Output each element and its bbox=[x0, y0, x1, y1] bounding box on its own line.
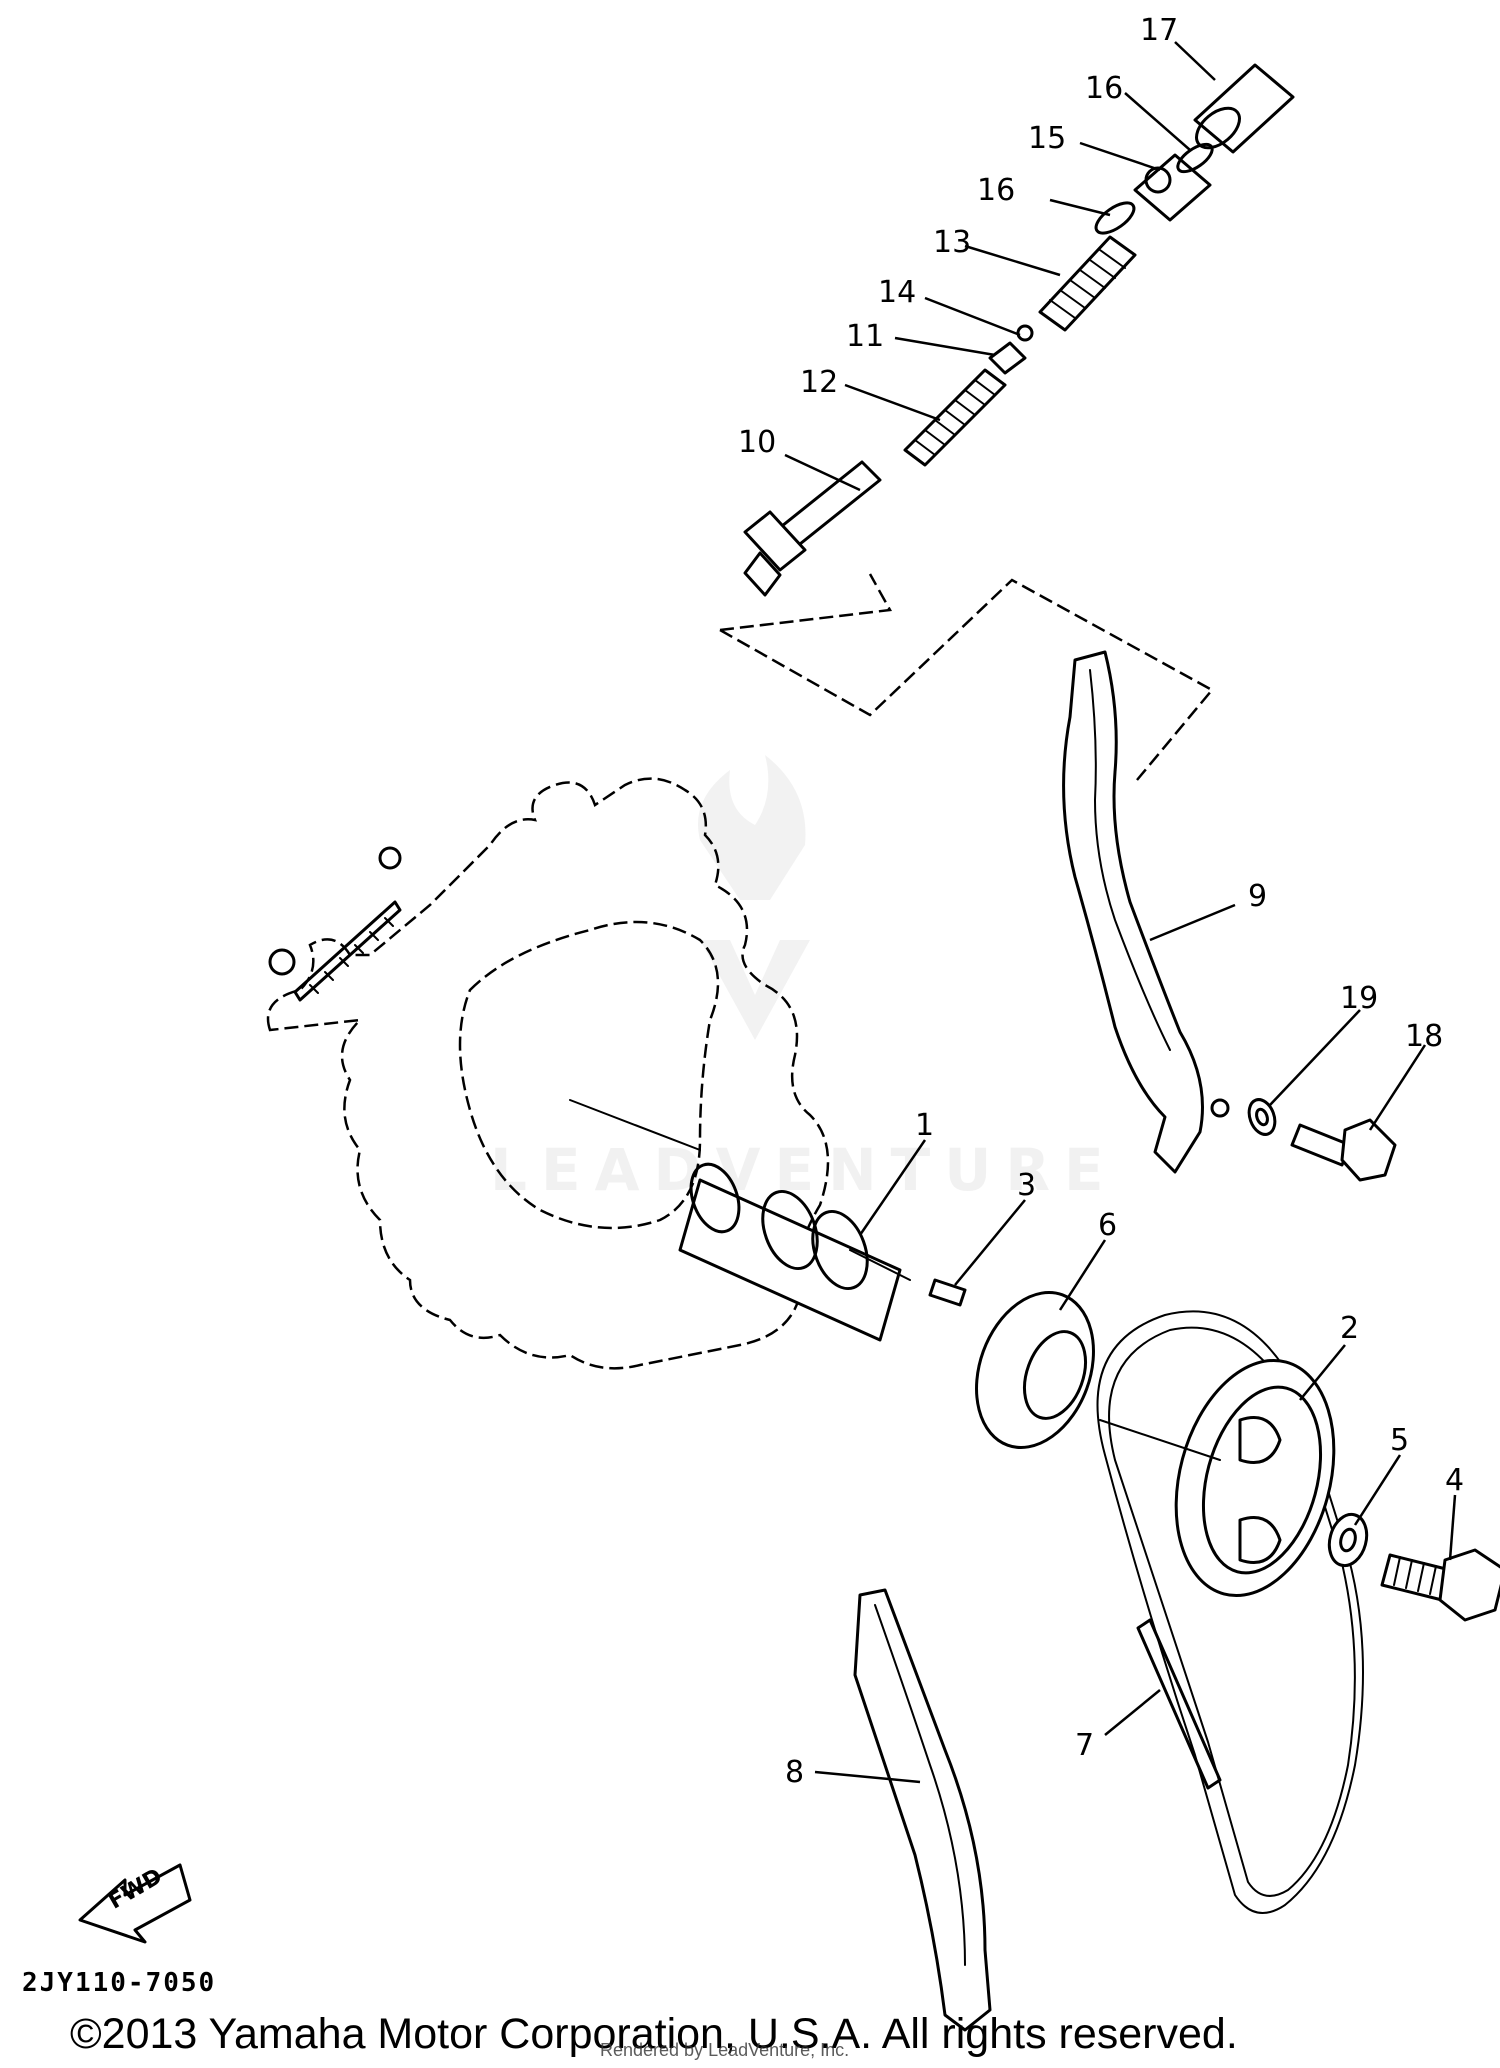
label-1: 1 bbox=[915, 1108, 934, 1143]
part-3-dowel-pin bbox=[928, 1278, 967, 1307]
part-19-washer bbox=[1247, 1098, 1277, 1136]
watermark-text: LEADVENTURE bbox=[490, 1136, 1118, 1204]
diagram-reference-code: 2JY110-7050 bbox=[22, 1968, 217, 1998]
label-8: 8 bbox=[785, 1755, 804, 1790]
copyright-notice: ©2013 Yamaha Motor Corporation, U.S.A. A… bbox=[70, 2010, 1238, 2058]
part-10-tensioner-rod bbox=[743, 460, 882, 597]
label-7: 7 bbox=[1075, 1728, 1094, 1763]
forward-arrow: FWD bbox=[78, 1863, 192, 1944]
label-3: 3 bbox=[1017, 1168, 1036, 1203]
part-9-chain-guide bbox=[1062, 650, 1230, 1174]
label-2: 2 bbox=[1340, 1311, 1359, 1346]
part-16-oring-lower bbox=[1094, 201, 1136, 235]
part-7-cam-chain bbox=[1096, 1310, 1364, 1914]
label-5: 5 bbox=[1390, 1423, 1409, 1458]
label-17: 17 bbox=[1140, 13, 1178, 48]
part-14-ball bbox=[1016, 324, 1034, 342]
cylinder-head-outline bbox=[266, 777, 830, 1370]
part-6-spacer bbox=[975, 1291, 1095, 1449]
label-4: 4 bbox=[1445, 1463, 1464, 1498]
part-4-bolt bbox=[1380, 1548, 1500, 1622]
leadventure-watermark: LEADVENTURE bbox=[490, 755, 1118, 1204]
part-5-washer bbox=[1327, 1512, 1369, 1568]
label-13: 13 bbox=[933, 225, 971, 260]
part-11-nut bbox=[988, 341, 1027, 375]
leader-lines bbox=[784, 41, 1457, 1784]
part-13-spring bbox=[1038, 235, 1137, 332]
label-10: 10 bbox=[738, 425, 776, 460]
rendered-by-credit: Rendered by LeadVenture, Inc. bbox=[600, 2040, 850, 2060]
tensioner-group-bracket bbox=[719, 573, 1214, 781]
label-11: 11 bbox=[846, 319, 884, 354]
label-14: 14 bbox=[878, 275, 916, 310]
part-1-camshaft bbox=[678, 1162, 911, 1342]
part-number-labels: 17 16 15 16 13 14 11 12 10 9 19 18 1 3 6… bbox=[738, 13, 1464, 1790]
label-16-upper: 16 bbox=[1085, 71, 1123, 106]
part-17-cap-bolt bbox=[1193, 63, 1295, 154]
label-16-lower: 16 bbox=[977, 173, 1015, 208]
label-19: 19 bbox=[1340, 981, 1378, 1016]
label-9: 9 bbox=[1248, 879, 1267, 914]
part-8-chain-guide bbox=[853, 1588, 992, 2032]
label-6: 6 bbox=[1098, 1208, 1117, 1243]
label-12: 12 bbox=[800, 365, 838, 400]
part-18-bolt bbox=[1290, 1118, 1397, 1182]
part-2-cam-sprocket bbox=[1099, 1358, 1336, 1598]
part-12-spring bbox=[903, 368, 1007, 467]
label-18: 18 bbox=[1405, 1019, 1443, 1054]
label-15: 15 bbox=[1028, 121, 1066, 156]
